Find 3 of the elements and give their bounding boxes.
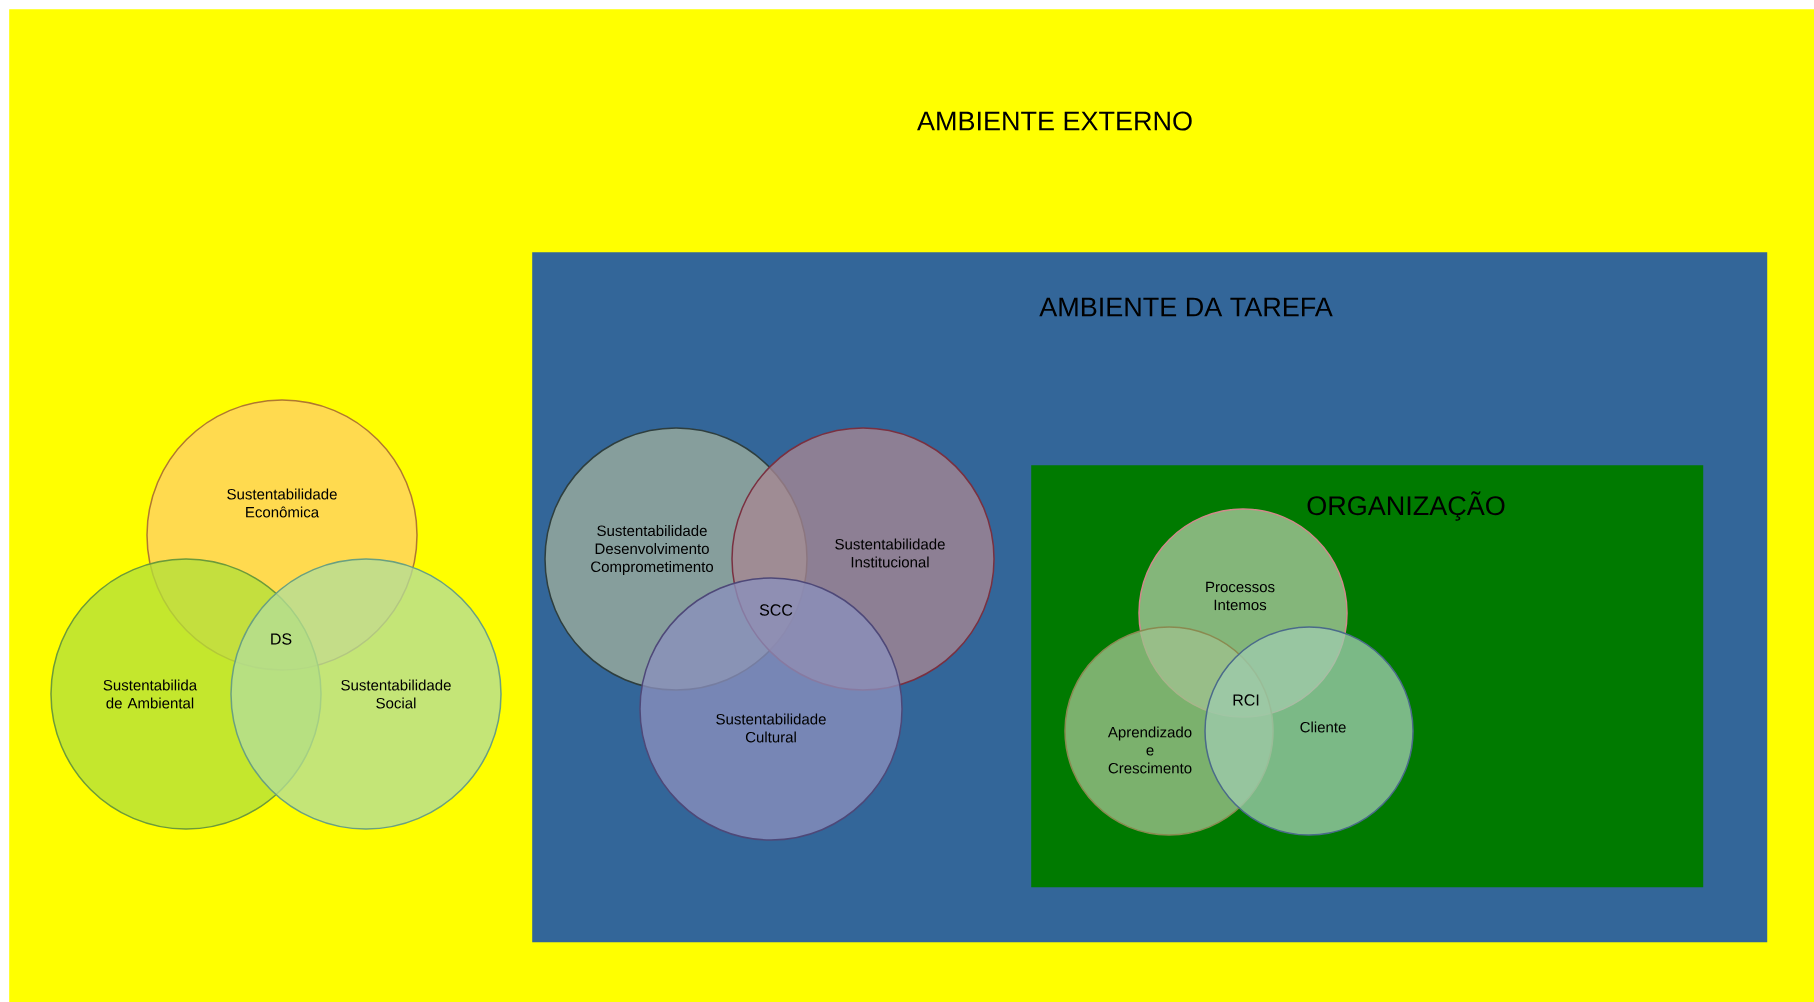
intersection-label: RCI [1233, 694, 1259, 706]
intersection-label: DS [271, 633, 292, 645]
intersection-label: SCC [759, 604, 793, 616]
